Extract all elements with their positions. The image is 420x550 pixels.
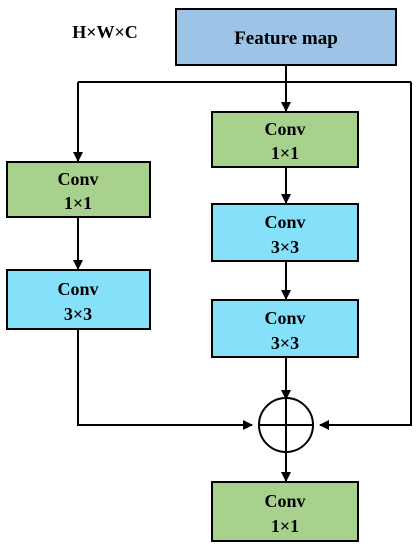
mid-conv2-type: Conv [264,212,305,232]
mid-conv2-kernel: 3×3 [271,237,299,257]
mid-conv1-kernel: 1×1 [271,143,299,163]
output-conv-box: Conv 1×1 [211,481,359,542]
left-conv1-box: Conv 1×1 [6,161,151,218]
input-shape-label: H×W×C [72,22,138,42]
circle-plus-icon [258,397,314,453]
output-conv-type: Conv [264,491,305,511]
left-conv1-kernel: 1×1 [64,193,92,213]
mid-conv1-type: Conv [264,119,305,139]
mid-conv3-type: Conv [264,308,305,328]
left-conv2-box: Conv 3×3 [6,269,151,330]
mid-conv3-kernel: 3×3 [271,333,299,353]
arrow-left-to-sum [77,329,253,430]
mid-conv3-box: Conv 3×3 [211,299,359,358]
arrow-skip-to-sum [319,82,412,430]
feature-map-box: Feature map [175,8,397,66]
left-conv2-kernel: 3×3 [64,304,92,324]
output-conv-kernel: 1×1 [271,516,299,536]
feature-map-label: Feature map [234,28,338,49]
mid-conv1-box: Conv 1×1 [211,111,359,168]
mid-conv2-box: Conv 3×3 [211,203,359,262]
connectors [73,66,412,482]
left-conv1-type: Conv [57,169,98,189]
left-conv2-type: Conv [57,279,98,299]
